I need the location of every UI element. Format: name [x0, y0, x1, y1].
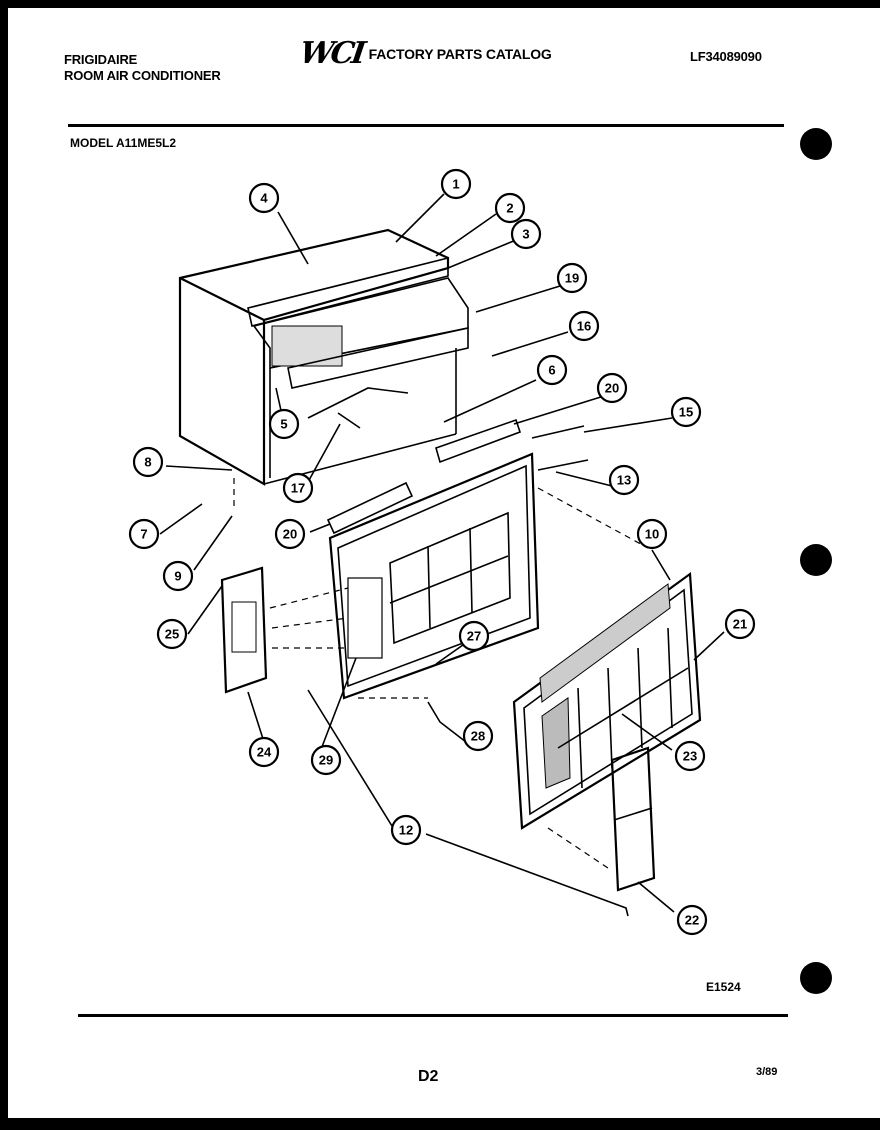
callout-5-label: 5 — [280, 417, 287, 432]
callout-5: 5 — [268, 408, 300, 440]
catalog-page: FRIGIDAIRE ROOM AIR CONDITIONER WCI FACT… — [8, 8, 880, 1118]
catalog-header: WCI FACTORY PARTS CATALOG — [298, 36, 552, 71]
callout-20-upper-label: 20 — [605, 381, 619, 396]
callout-24-label: 24 — [257, 745, 272, 760]
callout-15-label: 15 — [679, 405, 693, 420]
callout-20-upper: 20 — [596, 372, 628, 404]
callout-28: 28 — [462, 720, 494, 752]
callout-1: 1 — [440, 168, 472, 200]
brand-block: FRIGIDAIRE ROOM AIR CONDITIONER — [64, 52, 221, 84]
callout-6: 6 — [536, 354, 568, 386]
callout-23-label: 23 — [683, 749, 697, 764]
exploded-parts-diagram: 1 2 3 4 5 6 7 8 9 10 12 13 15 16 17 19 2… — [128, 168, 756, 936]
callout-28-label: 28 — [471, 729, 485, 744]
callout-16: 16 — [568, 310, 600, 342]
callout-22-label: 22 — [685, 913, 699, 928]
cabinet-drawing — [178, 228, 469, 486]
callout-12-label: 12 — [399, 823, 413, 838]
callout-3-label: 3 — [522, 227, 529, 242]
callout-16-label: 16 — [577, 319, 591, 334]
callout-13: 13 — [608, 464, 640, 496]
callout-20-lower-label: 20 — [283, 527, 297, 542]
callout-20-lower: 20 — [274, 518, 306, 550]
binder-hole-middle — [800, 544, 832, 576]
callout-22: 22 — [676, 904, 708, 936]
callout-27-label: 27 — [467, 629, 481, 644]
callout-9: 9 — [162, 560, 194, 592]
callout-2: 2 — [494, 192, 526, 224]
callout-21-label: 21 — [733, 617, 747, 632]
callout-15: 15 — [670, 396, 702, 428]
callout-3: 3 — [510, 218, 542, 250]
callout-10: 10 — [636, 518, 668, 550]
callout-17: 17 — [282, 472, 314, 504]
callout-7-label: 7 — [140, 527, 147, 542]
control-panel-drawing — [220, 566, 268, 694]
binder-hole-top — [800, 128, 832, 160]
callout-8-label: 8 — [144, 455, 151, 470]
product-type: ROOM AIR CONDITIONER — [64, 68, 221, 83]
leader-lines — [159, 193, 725, 917]
callout-23: 23 — [674, 740, 706, 772]
footer-rule — [78, 1014, 788, 1017]
callout-27: 27 — [458, 620, 490, 652]
callout-13-label: 13 — [617, 473, 631, 488]
callout-21: 21 — [724, 608, 756, 640]
callout-7: 7 — [128, 518, 160, 550]
callout-17-label: 17 — [291, 481, 305, 496]
callout-29: 29 — [310, 744, 342, 776]
publication-number: LF34089090 — [690, 49, 762, 64]
callout-19-label: 19 — [565, 271, 579, 286]
callout-2-label: 2 — [506, 201, 513, 216]
header-rule — [68, 124, 784, 127]
binder-hole-bottom — [800, 962, 832, 994]
callout-4-label: 4 — [260, 191, 268, 206]
brand-name: FRIGIDAIRE — [64, 52, 138, 67]
callout-29-label: 29 — [319, 753, 333, 768]
callout-9-label: 9 — [174, 569, 181, 584]
callout-1-label: 1 — [452, 177, 459, 192]
callout-8: 8 — [132, 446, 164, 478]
callout-10-label: 10 — [645, 527, 659, 542]
catalog-title: FACTORY PARTS CATALOG — [368, 46, 552, 62]
page-id: D2 — [418, 1068, 439, 1085]
callout-4: 4 — [248, 182, 280, 214]
callout-25: 25 — [156, 618, 188, 650]
grille-drawing — [512, 571, 702, 830]
drawing-code: E1524 — [706, 980, 741, 994]
assembly-guide-lines — [233, 478, 649, 869]
callout-12: 12 — [390, 814, 422, 846]
callout-6-label: 6 — [548, 363, 555, 378]
callout-19: 19 — [556, 262, 588, 294]
callout-25-label: 25 — [165, 627, 179, 642]
model-label: MODEL A11ME5L2 — [70, 136, 177, 150]
front-frame-drawing — [326, 418, 589, 700]
filter-door-drawing — [610, 746, 656, 892]
revision-date: 3/89 — [756, 1066, 778, 1078]
callout-24: 24 — [248, 736, 280, 768]
